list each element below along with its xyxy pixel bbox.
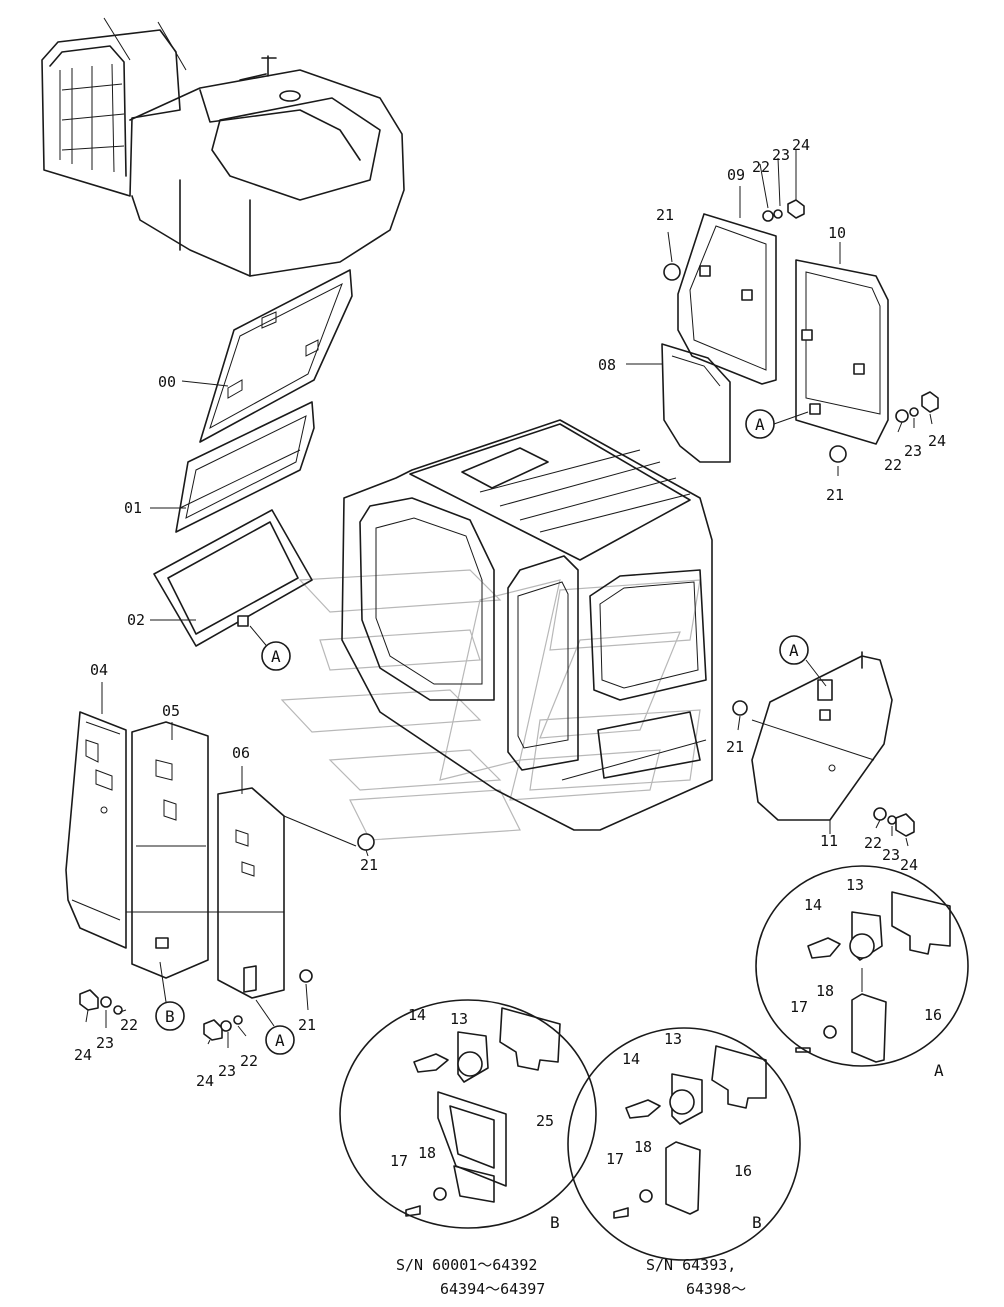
ref-a-label: A <box>271 647 281 666</box>
ref-b-label: B <box>165 1007 175 1026</box>
serial-note-right-line1: S/N 64393, <box>646 1256 737 1274</box>
serial-note-left-line2: 64394～64397 <box>440 1280 546 1298</box>
callout-14: 14 <box>408 1006 426 1024</box>
cab-body <box>341 419 713 831</box>
callout-21: 21 <box>826 486 844 504</box>
callout-14: 14 <box>804 896 822 914</box>
callout-04: 04 <box>90 661 108 679</box>
callout-23: 23 <box>218 1062 236 1080</box>
callout-24: 24 <box>196 1072 214 1090</box>
fasteners <box>79 199 939 1041</box>
detail-b-caption: B <box>752 1213 762 1232</box>
callout-labels: 00 01 02 04 05 06 08 09 10 11 21 22 23 2… <box>74 136 946 1232</box>
callout-22: 22 <box>240 1052 258 1070</box>
callout-21: 21 <box>656 206 674 224</box>
callout-06: 06 <box>232 744 250 762</box>
callout-leaders <box>85 150 933 1048</box>
part-09-panel <box>677 186 777 385</box>
callout-13: 13 <box>846 876 864 894</box>
callout-22: 22 <box>752 158 770 176</box>
serial-note-right-line2: 64398～ <box>686 1280 747 1298</box>
callout-16: 16 <box>734 1162 752 1180</box>
callout-25: 25 <box>536 1112 554 1130</box>
part-11-panel <box>751 651 893 834</box>
callout-16: 16 <box>924 1006 942 1024</box>
callout-13: 13 <box>664 1030 682 1048</box>
callout-24: 24 <box>74 1046 92 1064</box>
callout-21: 21 <box>360 856 378 874</box>
ref-a-label: A <box>275 1031 285 1050</box>
callout-21: 21 <box>298 1016 316 1034</box>
callout-24: 24 <box>928 432 946 450</box>
callout-18: 18 <box>418 1144 436 1162</box>
callout-02: 02 <box>127 611 145 629</box>
callout-23: 23 <box>904 442 922 460</box>
callout-23: 23 <box>96 1034 114 1052</box>
callout-17: 17 <box>790 998 808 1016</box>
excavator-overview-illustration <box>41 17 405 277</box>
callout-09: 09 <box>727 166 745 184</box>
part-06-side-panel <box>126 766 357 999</box>
callout-13: 13 <box>450 1010 468 1028</box>
callout-21: 21 <box>726 738 744 756</box>
part-10-panel <box>795 242 889 445</box>
callout-22: 22 <box>120 1016 138 1034</box>
callout-10: 10 <box>828 224 846 242</box>
callout-18: 18 <box>816 982 834 1000</box>
part-05-side-panel <box>131 721 209 979</box>
detail-a-caption: A <box>934 1061 944 1080</box>
serial-note-left-line1: S/N 60001～64392 <box>396 1256 538 1274</box>
callout-17: 17 <box>606 1150 624 1168</box>
watermark-logo <box>280 569 701 841</box>
detail-b-caption: B <box>550 1213 560 1232</box>
callout-23: 23 <box>882 846 900 864</box>
callout-11: 11 <box>820 832 838 850</box>
callout-00: 00 <box>158 373 176 391</box>
callout-23: 23 <box>772 146 790 164</box>
reference-markers <box>155 409 827 1055</box>
detail-B-lock-assembly-left <box>339 999 597 1229</box>
part-01-panel <box>150 401 315 533</box>
part-00-panel <box>181 269 353 443</box>
callout-17: 17 <box>390 1152 408 1170</box>
callout-22: 22 <box>884 456 902 474</box>
callout-24: 24 <box>792 136 810 154</box>
callout-01: 01 <box>124 499 142 517</box>
callout-18: 18 <box>634 1138 652 1156</box>
part-02-tray <box>150 509 313 651</box>
part-08-panel <box>626 343 731 463</box>
callout-08: 08 <box>598 356 616 374</box>
callout-05: 05 <box>162 702 180 720</box>
ref-a-label: A <box>755 415 765 434</box>
callout-24: 24 <box>900 856 918 874</box>
ref-a-label: A <box>789 641 799 660</box>
callout-22: 22 <box>864 834 882 852</box>
part-04-side-panel <box>65 682 127 949</box>
detail-A-lock-assembly <box>755 865 969 1067</box>
callout-14: 14 <box>622 1050 640 1068</box>
detail-B-lock-assembly-right <box>567 1027 801 1261</box>
